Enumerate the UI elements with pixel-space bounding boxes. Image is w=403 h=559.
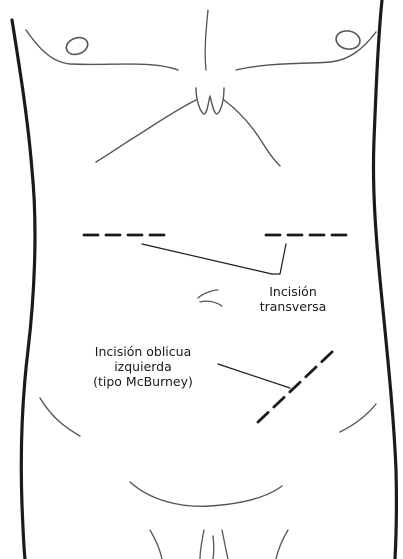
- right-iliac-line: [340, 404, 376, 432]
- transverse-label-line-2: transversa: [244, 299, 342, 314]
- oblique-leader-line: [218, 364, 290, 388]
- sternum-line: [205, 10, 208, 70]
- left-leg-edge: [150, 530, 162, 559]
- left-body-outline: [12, 20, 35, 559]
- groin-curve: [130, 482, 282, 506]
- right-leg-edge: [276, 530, 288, 559]
- right-nipple: [335, 29, 362, 51]
- right-body-outline: [373, 0, 396, 559]
- left-clavicle-line: [26, 30, 178, 70]
- oblique-label-line-2: izquierda: [78, 359, 208, 374]
- xiphoid-process: [196, 88, 224, 114]
- oblique-incision: [258, 352, 332, 422]
- left-iliac-line: [40, 398, 80, 436]
- transverse-label-line-1: Incisión: [244, 284, 342, 299]
- transverse-leader-line-right: [272, 244, 286, 274]
- left-nipple: [64, 35, 90, 58]
- left-thigh-line: [200, 530, 204, 559]
- transverse-incision-label: Incisión transversa: [244, 284, 342, 314]
- left-costal-margin: [96, 100, 196, 162]
- center-thigh-line: [213, 536, 214, 559]
- oblique-label-line-1: Incisión oblicua: [78, 344, 208, 359]
- right-costal-margin: [224, 100, 280, 166]
- right-clavicle-line: [236, 32, 376, 70]
- right-thigh-line: [222, 530, 228, 559]
- transverse-leader-line-left: [142, 244, 272, 274]
- oblique-incision-label: Incisión oblicua izquierda (tipo McBurne…: [78, 344, 208, 389]
- oblique-label-line-3: (tipo McBurney): [78, 374, 208, 389]
- navel: [198, 290, 222, 306]
